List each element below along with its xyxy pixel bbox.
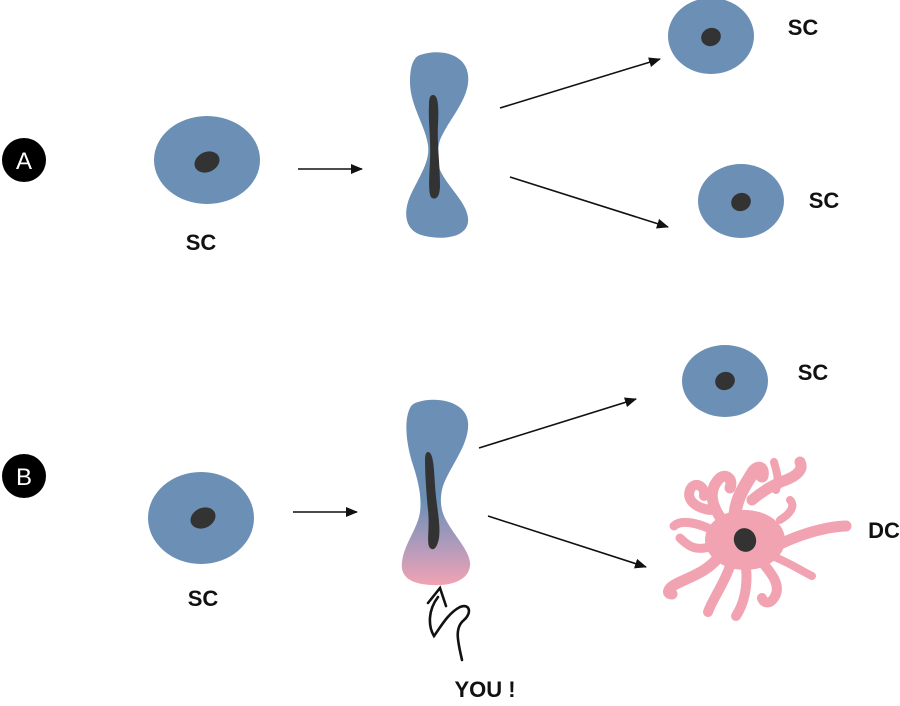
panel-a-parent-stem-cell xyxy=(154,116,260,204)
you-signal-arrow xyxy=(426,585,471,662)
nucleus xyxy=(425,452,440,550)
panel-a-daughter-bottom-label: SC xyxy=(809,188,840,213)
panel-b-differentiated-cell-label: DC xyxy=(868,518,900,543)
panel-a-daughter-top-label: SC xyxy=(788,15,819,40)
nucleus xyxy=(715,371,735,391)
you-label: YOU ! xyxy=(454,677,515,702)
panel-a-arrow-to-top-daughter xyxy=(499,57,661,109)
panel-a-badge: A xyxy=(2,138,46,182)
panel-b-parent-label: SC xyxy=(188,586,219,611)
panel-a-dividing-cell xyxy=(406,52,469,238)
nucleus xyxy=(428,95,440,199)
panel-a-parent-label: SC xyxy=(186,230,217,255)
nucleus xyxy=(731,192,751,212)
panel-a-daughter-stem-cell-bottom xyxy=(698,164,784,238)
panel-b-differentiated-cell xyxy=(663,456,852,621)
panel-b-daughter-stem-cell-label: SC xyxy=(798,360,829,385)
panel-b: B SC YOU ! SC xyxy=(2,345,900,702)
panel-b-dividing-cell xyxy=(401,399,471,586)
panel-a: A SC SC SC xyxy=(2,0,839,255)
panel-a-badge-letter: A xyxy=(16,148,32,175)
nucleus xyxy=(194,151,220,173)
panel-a-arrow-to-bottom-daughter xyxy=(509,176,669,229)
nucleus xyxy=(190,507,216,529)
panel-b-daughter-stem-cell xyxy=(682,345,768,417)
panel-b-parent-stem-cell xyxy=(148,472,254,564)
panel-b-badge-letter: B xyxy=(16,464,32,491)
panel-a-daughter-stem-cell-top xyxy=(668,0,754,74)
panel-b-badge: B xyxy=(2,454,46,498)
nucleus xyxy=(733,528,757,552)
panel-b-arrow-to-stem-cell xyxy=(478,397,637,449)
nucleus xyxy=(701,27,721,47)
panel-b-arrow-to-differentiated-cell xyxy=(487,515,647,569)
